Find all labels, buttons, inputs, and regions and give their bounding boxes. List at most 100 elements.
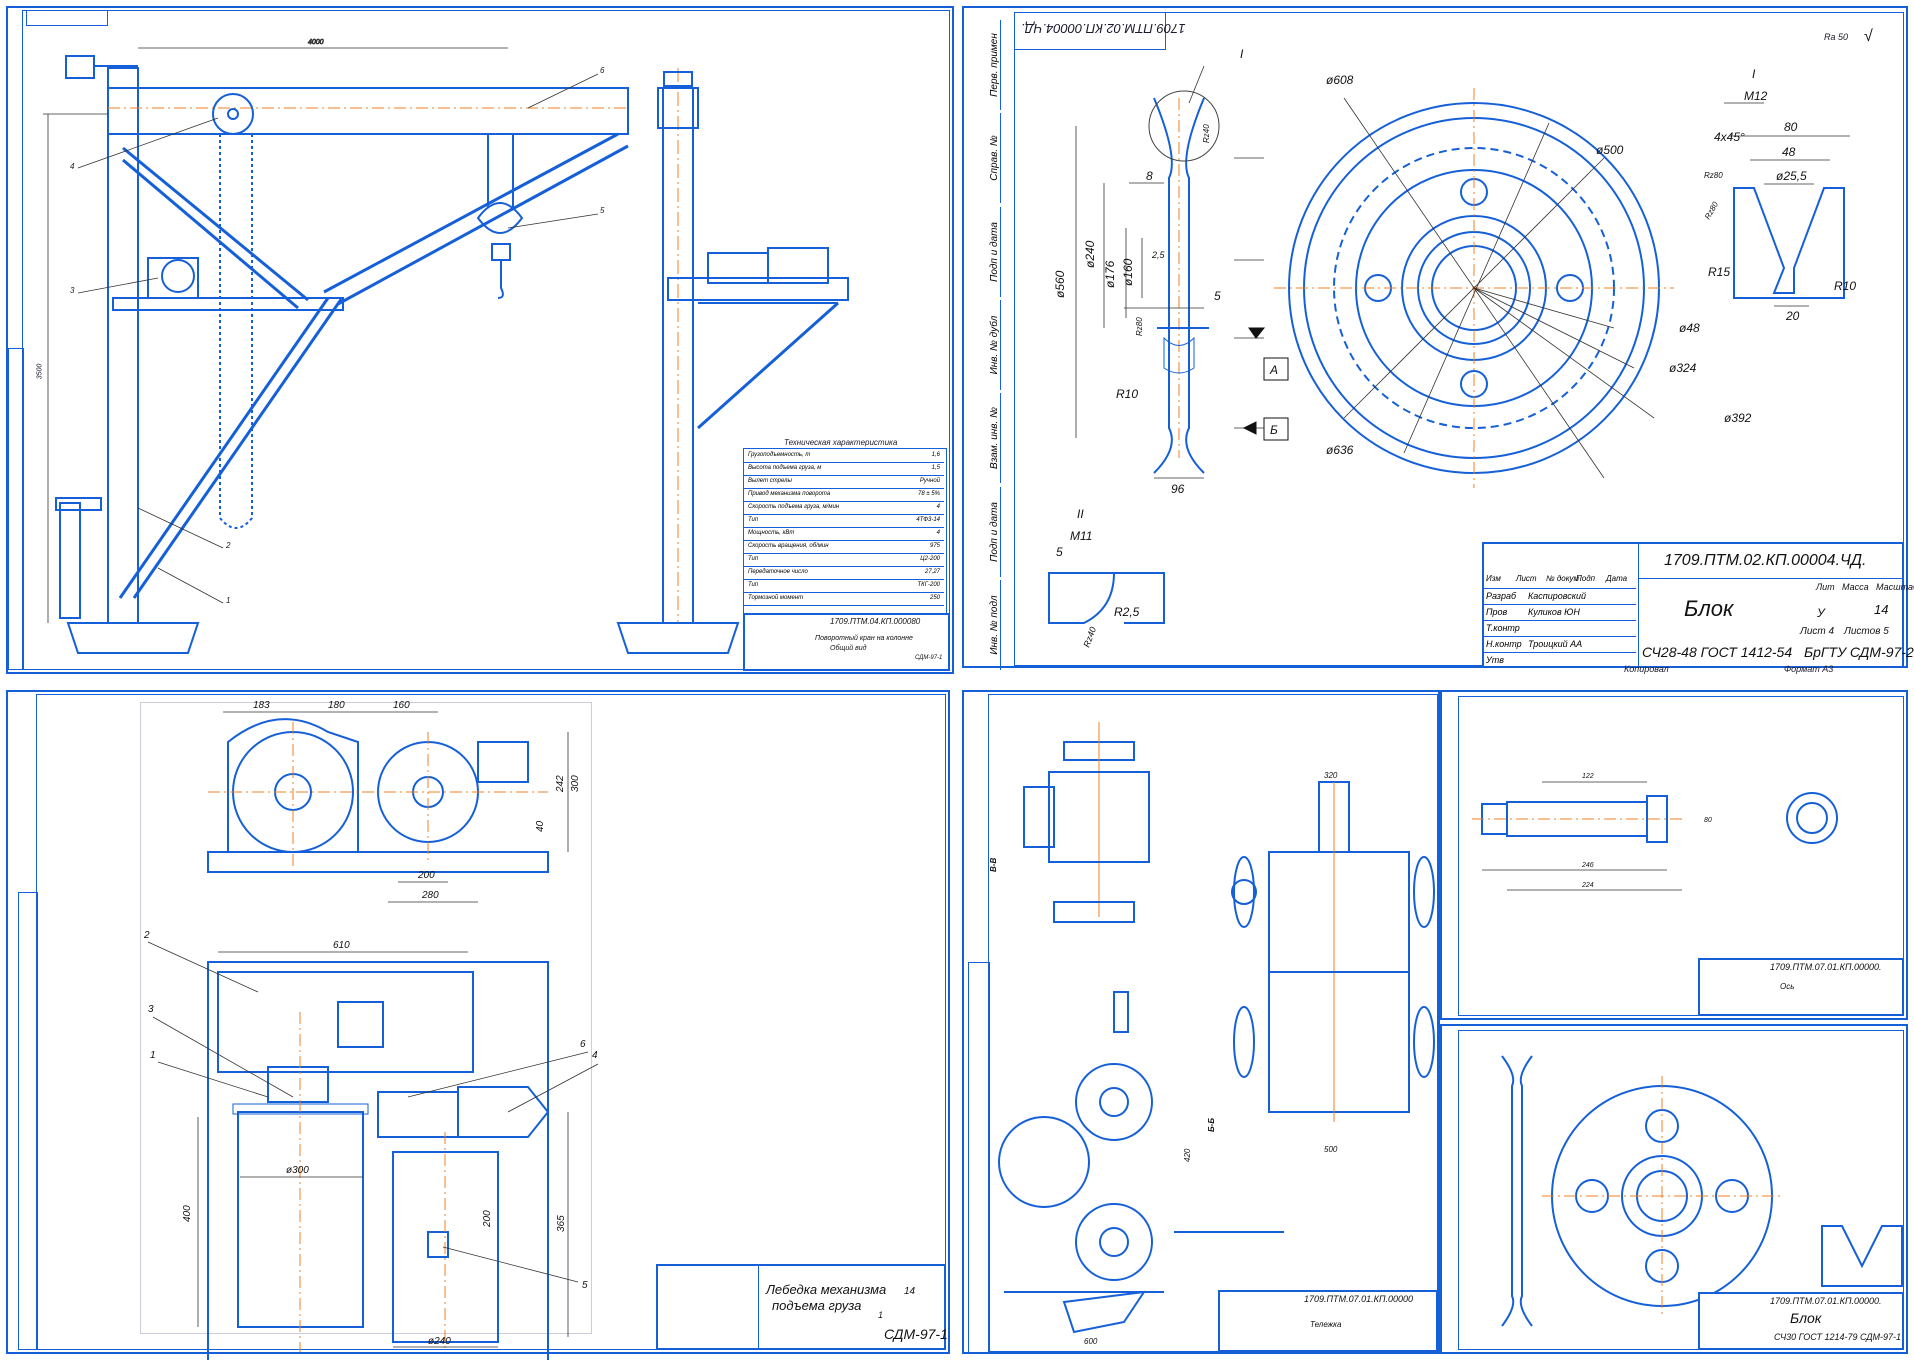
crane-assembly-code: 1709.ПТМ.04.КП.000080 <box>830 617 921 626</box>
svg-text:ø300: ø300 <box>286 1165 309 1176</box>
spec-value: 1,6 <box>931 452 940 458</box>
block-head-lit: Лит <box>1816 582 1835 592</box>
svg-text:В-В: В-В <box>989 858 998 872</box>
svg-text:5: 5 <box>582 1280 588 1291</box>
block-small-title: Блок <box>1790 1310 1822 1326</box>
hook-title-block: 1709.ПТМ.07.01.КП.00000 Тележка <box>1218 1290 1438 1352</box>
svg-text:200: 200 <box>417 870 435 881</box>
crane-sheet-info: СДМ-97-1 <box>915 655 943 661</box>
svg-text:8: 8 <box>1146 169 1153 183</box>
role-label: Утв <box>1486 655 1504 665</box>
sheet-hook-trolley[interactable]: В-В Б-Б 320 500 420 600 1709.ПТМ.07.01.К… <box>962 690 1440 1354</box>
hook-code: 1709.ПТМ.07.01.КП.00000 <box>1304 1294 1414 1304</box>
block-mass: 14 <box>1874 602 1889 617</box>
svg-text:ø240: ø240 <box>428 1336 451 1347</box>
winch-title-grid <box>658 1266 759 1350</box>
spec-value: Ц2-200 <box>920 556 940 562</box>
svg-text:365: 365 <box>556 1215 567 1232</box>
spec-label: Привод механизма поворота <box>748 491 831 497</box>
svg-text:160: 160 <box>393 700 410 711</box>
spec-label: Высота подъема груза, м <box>748 465 822 471</box>
svg-text:I: I <box>1752 67 1756 81</box>
svg-text:500: 500 <box>1324 1145 1338 1154</box>
winch-title-line-1: Лебедка механизма <box>766 1282 887 1297</box>
block-small-material: СЧ30 ГОСТ 1214-79 <box>1774 1332 1858 1342</box>
spec-label: Скорость подъема груза, м/мин <box>748 504 840 510</box>
svg-text:R10: R10 <box>1116 387 1138 401</box>
svg-text:ø636: ø636 <box>1326 443 1354 457</box>
block-sheets-total: Листов 5 <box>1844 626 1889 637</box>
svg-text:40: 40 <box>535 820 546 832</box>
crane-title-block: 1709.ПТМ.04.КП.000080 Поворотный кран на… <box>743 613 950 671</box>
crane-callout-3: 3 <box>70 286 75 295</box>
svg-text:Б-Б: Б-Б <box>1207 1118 1216 1132</box>
sheet-winch[interactable]: 183 180 160 242 300 40 200 280 610 ø300 … <box>6 690 950 1360</box>
hook-title: Тележка <box>1310 1320 1342 1329</box>
block-title-header <box>1638 544 1904 579</box>
block-small-doc: СДМ-97-1 <box>1860 1332 1902 1342</box>
spec-label: Скорость вращения, об/мин <box>748 543 829 549</box>
svg-text:2,5: 2,5 <box>1151 250 1166 260</box>
hook-side-strip <box>968 962 990 1354</box>
crane-spec-table: Техническая характеристика Грузоподъемно… <box>743 438 947 615</box>
role-row: Т.контр <box>1484 620 1636 637</box>
block-title-grid <box>1484 544 1639 668</box>
crane-callout-4: 4 <box>70 162 75 171</box>
crane-stamp-small <box>26 10 108 26</box>
svg-text:ø25,5: ø25,5 <box>1776 169 1807 183</box>
svg-text:20: 20 <box>1785 309 1800 323</box>
axle-title-block: 1709.ПТМ.07.01.КП.00000. Ось <box>1698 958 1904 1016</box>
datum-b: Б <box>1270 423 1278 437</box>
role-label: Пров <box>1486 607 1508 617</box>
crane-callout-6: 6 <box>600 66 605 75</box>
block-sheet-no: Лист 4 <box>1800 626 1835 637</box>
spec-label: Тип <box>748 582 759 588</box>
svg-text:4000: 4000 <box>308 39 324 46</box>
svg-text:5: 5 <box>1214 289 1221 303</box>
block-head-mass: Масса <box>1842 582 1869 592</box>
crane-title-line-2: Общий вид <box>830 645 867 652</box>
svg-text:224: 224 <box>1581 882 1594 889</box>
hook-drawing: В-В Б-Б 320 500 420 600 <box>989 722 1435 1346</box>
winch-title-line-2: подъема груза <box>772 1298 862 1313</box>
block-title-block: 1709.ПТМ.02.КП.00004.ЧД. Блок СЧ28-48 ГО… <box>1482 542 1914 668</box>
block-head-scale: Масштаб <box>1876 582 1914 592</box>
winch-side-strip <box>18 892 38 1350</box>
crane-callout-5: 5 <box>600 206 605 215</box>
svg-text:4х45°: 4х45° <box>1714 130 1745 144</box>
svg-text:48: 48 <box>1782 145 1796 159</box>
block-stamp-code: 1709.ПТМ.02.КП.00004.ЧД. <box>1664 552 1867 569</box>
role-label: Н.контр <box>1486 639 1522 649</box>
spec-label: Мощность, кВт <box>748 530 795 536</box>
svg-text:6: 6 <box>580 1039 586 1050</box>
spec-value: 975 <box>929 543 940 549</box>
sheet-block-small[interactable]: 1709.ПТМ.07.01.КП.00000. Блок СЧ30 ГОСТ … <box>1440 1024 1908 1354</box>
sheet-axle[interactable]: 122 246 224 80 1709.ПТМ.07.01.КП.00000. … <box>1440 690 1908 1020</box>
block-org: БрГТУ СДМ-97-2 <box>1804 644 1914 660</box>
crane-callout-1: 1 <box>226 596 231 605</box>
block-lit: У <box>1817 606 1825 620</box>
svg-text:R10: R10 <box>1834 279 1856 293</box>
svg-text:183: 183 <box>253 700 270 711</box>
sheet-crane-general-view[interactable]: 4000 1 2 3 4 5 6 3500 Техническая характ… <box>6 6 954 674</box>
role-label: Разраб <box>1486 591 1517 601</box>
svg-text:II: II <box>1077 507 1084 521</box>
block-copied: Копировал <box>1624 664 1669 674</box>
sheet-hook-frame <box>988 694 1438 1352</box>
hook-frame-side <box>1268 851 1410 1113</box>
block-small-code: 1709.ПТМ.07.01.КП.00000. <box>1770 1296 1882 1306</box>
crane-callout-2: 2 <box>226 541 231 550</box>
svg-text:ø240: ø240 <box>1083 240 1097 268</box>
axle-title: Ось <box>1780 982 1795 991</box>
